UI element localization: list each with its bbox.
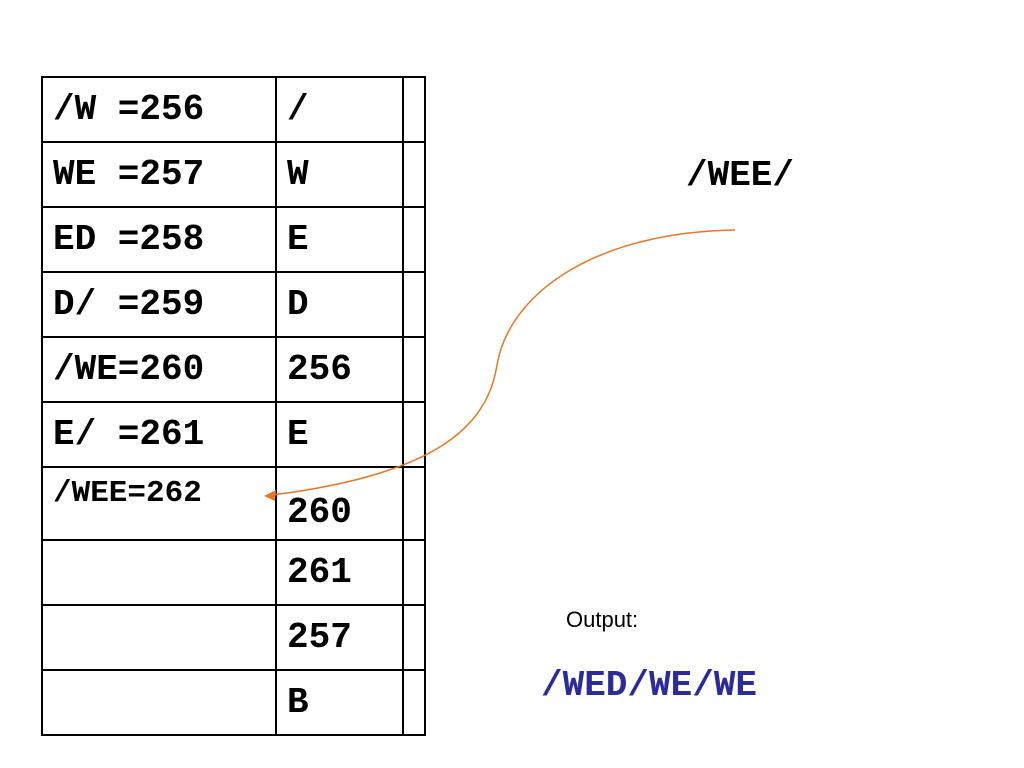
dictionary-entry: WE =257	[41, 141, 277, 208]
empty-cell	[402, 466, 426, 541]
dictionary-entry: /W =256	[41, 76, 277, 143]
dictionary-entry: E/ =261	[41, 401, 277, 468]
output-code: E	[275, 206, 404, 273]
output-code: 256	[275, 336, 404, 403]
table-row: WE =257 W	[41, 141, 426, 208]
output-code: D	[275, 271, 404, 338]
table-row: /WEE=262 260	[41, 466, 426, 541]
dictionary-entry	[41, 604, 277, 671]
table-row: /W =256 /	[41, 76, 426, 143]
table-row: E/ =261 E	[41, 401, 426, 468]
output-value: /WED/WE/WE	[541, 665, 758, 706]
table-row: D/ =259 D	[41, 271, 426, 338]
dictionary-entry: /WEE=262	[41, 466, 277, 541]
empty-cell	[402, 604, 426, 671]
table-row: 257	[41, 604, 426, 671]
output-code: B	[275, 669, 404, 736]
dictionary-entry: D/ =259	[41, 271, 277, 338]
dictionary-entry	[41, 539, 277, 606]
output-code: E	[275, 401, 404, 468]
table-row: /WE=260 256	[41, 336, 426, 403]
dictionary-entry: /WE=260	[41, 336, 277, 403]
output-label: Output:	[566, 607, 639, 632]
empty-cell	[402, 271, 426, 338]
output-code: 261	[275, 539, 404, 606]
empty-cell	[402, 669, 426, 736]
output-code: W	[275, 141, 404, 208]
empty-cell	[402, 401, 426, 468]
lzw-dictionary-table: /W =256 / WE =257 W ED =258 E D/ =259 D …	[41, 76, 426, 736]
table-row: ED =258 E	[41, 206, 426, 273]
dictionary-entry	[41, 669, 277, 736]
empty-cell	[402, 336, 426, 403]
dictionary-entry: ED =258	[41, 206, 277, 273]
output-code: /	[275, 76, 404, 143]
output-code: 260	[275, 466, 404, 541]
output-code: 257	[275, 604, 404, 671]
table-row: B	[41, 669, 426, 736]
empty-cell	[402, 539, 426, 606]
empty-cell	[402, 206, 426, 273]
input-string: /WEE/	[686, 155, 795, 196]
table-row: 261	[41, 539, 426, 606]
empty-cell	[402, 76, 426, 143]
empty-cell	[402, 141, 426, 208]
